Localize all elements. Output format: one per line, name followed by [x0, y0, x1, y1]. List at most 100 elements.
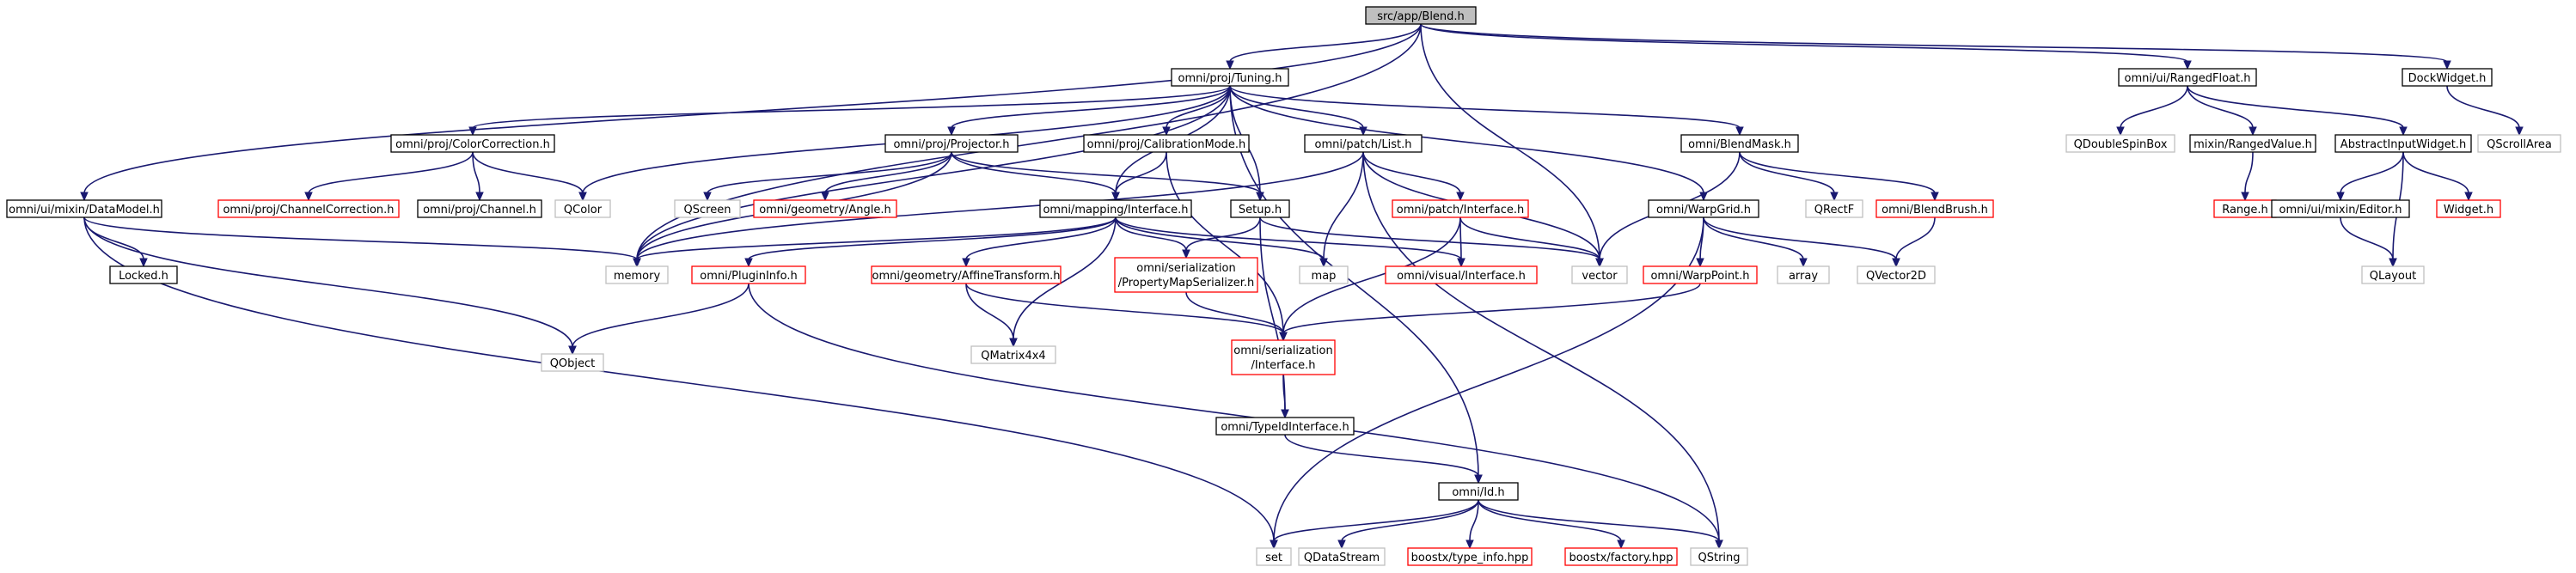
node-qvector2d[interactable]: QVector2D — [1857, 265, 1936, 284]
edge-blend-to-rangedfloat — [1420, 23, 2192, 70]
node-channelcorrection[interactable]: omni/proj/ChannelCorrection.h — [217, 199, 400, 218]
edge-line — [1703, 216, 1804, 260]
node-qcolor[interactable]: QColor — [554, 199, 611, 218]
node-vector[interactable]: vector — [1571, 265, 1628, 284]
node-dockwidget[interactable]: DockWidget.h — [2402, 68, 2493, 87]
edge-line — [83, 216, 144, 260]
edge-line — [636, 216, 1117, 260]
node-box — [2334, 134, 2472, 153]
node-typeidinterface[interactable]: omni/TypeIdInterface.h — [1215, 417, 1355, 436]
node-blendmask[interactable]: omni/BlendMask.h — [1680, 134, 1799, 153]
node-range[interactable]: Range.h — [2213, 199, 2277, 218]
node-visualinterface[interactable]: omni/visual/Interface.h — [1385, 265, 1538, 284]
arrowhead — [475, 192, 484, 202]
node-box — [1648, 199, 1759, 218]
edge-rangedvalue-to-range — [2241, 151, 2254, 202]
edge-id-to-qdatastream — [1337, 499, 1479, 550]
node-box — [417, 199, 542, 218]
node-channel[interactable]: omni/proj/Channel.h — [417, 199, 542, 218]
arrowhead — [1279, 332, 1288, 342]
node-blendbrush[interactable]: omni/BlendBrush.h — [1875, 199, 1994, 218]
node-qdoublespinbox[interactable]: QDoubleSpinBox — [2065, 134, 2175, 153]
arrowhead — [578, 192, 587, 202]
node-label: QString — [1698, 552, 1740, 564]
node-box — [2402, 68, 2493, 87]
node-qscrollarea[interactable]: QScrollArea — [2477, 134, 2561, 153]
node-patchlist[interactable]: omni/patch/List.h — [1304, 134, 1423, 153]
node-datamodel[interactable]: omni/ui/mixin/DataModel.h — [6, 199, 162, 218]
node-label: omni/TypeIdInterface.h — [1221, 421, 1349, 434]
node-label: omni/geometry/AffineTransform.h — [872, 270, 1061, 283]
edge-mappinginterface-to-map — [1115, 216, 1328, 268]
arrowhead — [947, 126, 956, 137]
arrowhead — [1735, 126, 1744, 137]
node-projector[interactable]: omni/proj/Projector.h — [884, 134, 1019, 153]
node-warppoint[interactable]: omni/WarpPoint.h — [1643, 265, 1758, 284]
node-qrectf[interactable]: QRectF — [1805, 199, 1863, 218]
node-rangedfloat[interactable]: omni/ui/RangedFloat.h — [2118, 68, 2257, 87]
arrowhead — [1281, 409, 1289, 419]
node-locked[interactable]: Locked.h — [109, 265, 178, 284]
node-blend[interactable]: src/app/Blend.h — [1365, 6, 1477, 25]
node-affinetransform[interactable]: omni/geometry/AffineTransform.h — [871, 265, 1062, 284]
node-colorcorrection[interactable]: omni/proj/ColorCorrection.h — [390, 134, 555, 153]
node-mappinginterface[interactable]: omni/mapping/Interface.h — [1039, 199, 1192, 218]
node-factory[interactable]: boostx/factory.hpp — [1564, 547, 1678, 566]
arrowhead — [2336, 192, 2345, 202]
node-angle[interactable]: omni/geometry/Angle.h — [753, 199, 897, 218]
node-box — [1680, 134, 1799, 153]
arrowhead — [2389, 258, 2397, 268]
edge-tuning-to-projector — [947, 85, 1231, 137]
node-set[interactable]: set — [1256, 547, 1292, 566]
node-typeinfo[interactable]: boostx/type_info.hpp — [1407, 547, 1533, 566]
node-rangedvalue[interactable]: mixin/RangedValue.h — [2189, 134, 2316, 153]
edge-line — [1115, 216, 1187, 252]
node-qlayout[interactable]: QLayout — [2361, 265, 2425, 284]
node-serializationinterface[interactable]: omni/serialization/Interface.h — [1231, 339, 1336, 375]
node-label: omni/PluginInfo.h — [700, 270, 797, 283]
node-label: Widget.h — [2444, 204, 2493, 216]
edge-tuning-to-blendmask — [1229, 85, 1744, 137]
node-calibrationmode[interactable]: omni/proj/CalibrationMode.h — [1083, 134, 1250, 153]
edge-line — [1259, 216, 1600, 260]
node-array[interactable]: array — [1777, 265, 1830, 284]
node-label: omni/proj/Projector.h — [893, 138, 1009, 151]
edge-line — [2244, 151, 2254, 194]
node-widget[interactable]: Widget.h — [2436, 199, 2501, 218]
node-label: omni/patch/List.h — [1314, 138, 1411, 151]
arrowhead — [1830, 192, 1839, 202]
node-setup[interactable]: Setup.h — [1230, 199, 1290, 218]
node-memory[interactable]: memory — [605, 265, 669, 284]
node-box — [2189, 134, 2316, 153]
node-editor[interactable]: omni/ui/mixin/Editor.h — [2271, 199, 2410, 218]
edge-line — [951, 85, 1231, 129]
edge-warpgrid-to-array — [1703, 216, 1808, 268]
node-qstring[interactable]: QString — [1690, 547, 1748, 566]
node-qdatastream[interactable]: QDataStream — [1298, 547, 1386, 566]
node-patchinterface[interactable]: omni/patch/Interface.h — [1392, 199, 1529, 218]
node-box — [2436, 199, 2501, 218]
node-qscreen[interactable]: QScreen — [674, 199, 741, 218]
arrowhead — [1465, 539, 1474, 550]
node-label: omni/proj/Tuning.h — [1178, 72, 1282, 85]
edge-line — [1478, 499, 1720, 542]
node-box — [1298, 547, 1386, 566]
edge-projector-to-angle — [821, 151, 952, 202]
edge-patchinterface-to-vector — [1459, 216, 1604, 268]
node-qmatrix4x4[interactable]: QMatrix4x4 — [970, 345, 1056, 364]
edge-serializationinterface-to-typeidinterface — [1281, 374, 1289, 419]
node-box — [753, 199, 897, 218]
edge-line — [1115, 216, 1325, 260]
node-id[interactable]: omni/Id.h — [1438, 482, 1519, 501]
node-qobject[interactable]: QObject — [541, 353, 604, 372]
edge-line — [83, 216, 638, 260]
node-warpgrid[interactable]: omni/WarpGrid.h — [1648, 199, 1759, 218]
node-tuning[interactable]: omni/proj/Tuning.h — [1171, 68, 1289, 87]
node-label: omni/proj/CalibrationMode.h — [1087, 138, 1246, 151]
node-plugininfo[interactable]: omni/PluginInfo.h — [691, 265, 806, 284]
arrowhead — [633, 258, 641, 268]
node-abstractinputwidget[interactable]: AbstractInputWidget.h — [2334, 134, 2472, 153]
node-propertymapserializer[interactable]: omni/serialization/PropertyMapSerializer… — [1114, 257, 1258, 293]
edge-line — [965, 216, 1117, 260]
node-map[interactable]: map — [1299, 265, 1349, 284]
